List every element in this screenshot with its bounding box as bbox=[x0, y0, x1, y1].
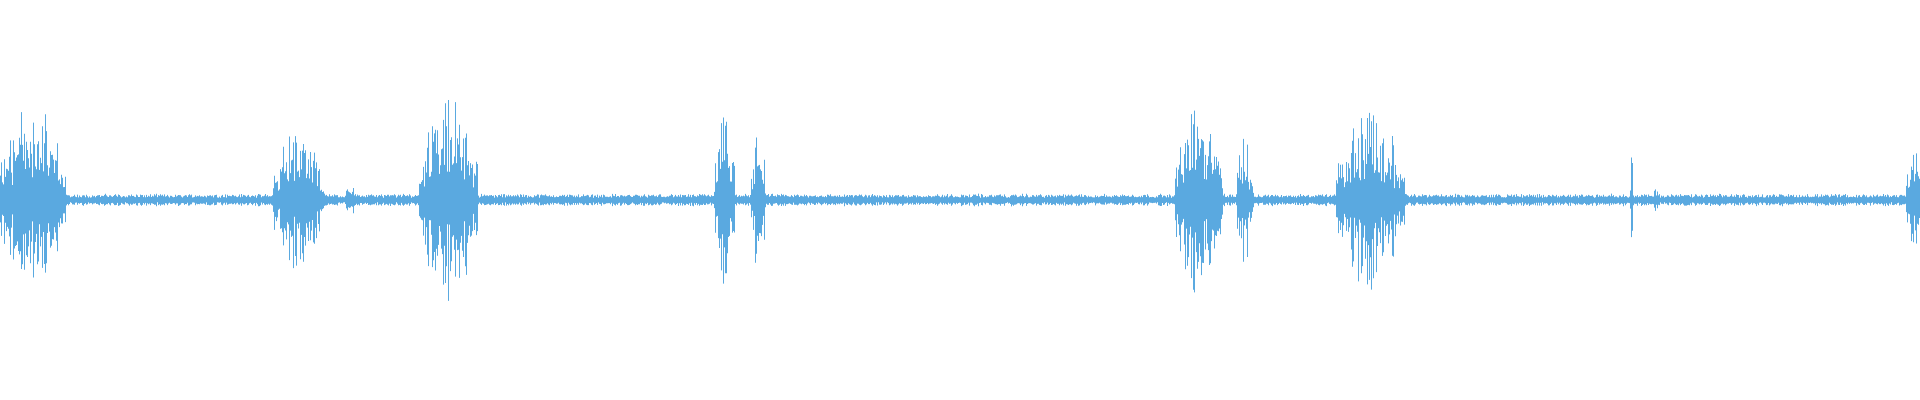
waveform-bars bbox=[0, 100, 1920, 301]
